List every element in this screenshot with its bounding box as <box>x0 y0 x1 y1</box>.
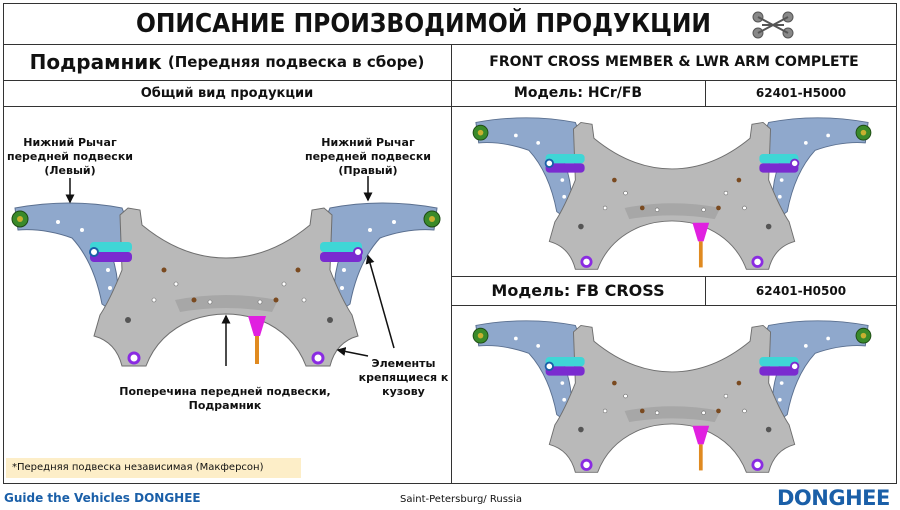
callout-arrows <box>65 176 395 366</box>
subframe-model-2-image <box>460 318 884 476</box>
subframe-model-1-image <box>460 115 884 273</box>
label-right-arm: Нижний Рычаг передней подвески (Правый) <box>304 136 432 177</box>
model-1-label: Модель: HCr/FB <box>513 85 643 101</box>
product-name-detail: (Передняя подвеска в сборе) <box>167 53 425 71</box>
chassis-icon <box>752 11 794 38</box>
footer-slogan: Guide the Vehicles DONGHEE <box>4 491 201 505</box>
label-left-arm: Нижний Рычаг передней подвески (Левый) <box>6 136 134 177</box>
donghee-logo: DONGHEE <box>777 486 890 510</box>
model-2-label: Модель: FB CROSS <box>491 281 665 300</box>
label-crossmember: Поперечина передней подвески, Подрамник <box>119 385 331 412</box>
label-body-mounts: Элементы крепящиеся к кузову <box>358 357 449 398</box>
product-name: Подрамник (Передняя подвеска в сборе) <box>3 44 451 80</box>
footer-location: Saint-Petersburg/ Russia <box>400 494 523 505</box>
product-english-name: FRONT CROSS MEMBER & LWR ARM COMPLETE <box>489 54 859 70</box>
page-title: ОПИСАНИЕ ПРОИЗВОДИМОЙ ПРОДУКЦИИ <box>3 3 897 44</box>
product-name-text: Подрамник <box>29 50 162 74</box>
document-frame <box>3 3 897 484</box>
model-1-part-number: 62401-H5000 <box>755 86 847 100</box>
title-text: ОПИСАНИЕ ПРОИЗВОДИМОЙ ПРОДУКЦИИ <box>135 8 711 39</box>
model-2-part-number: 62401-H0500 <box>755 283 847 298</box>
note-box: *Передняя подвеска независимая (Макферсо… <box>6 458 301 478</box>
overview-title: Общий вид продукции <box>140 85 314 101</box>
